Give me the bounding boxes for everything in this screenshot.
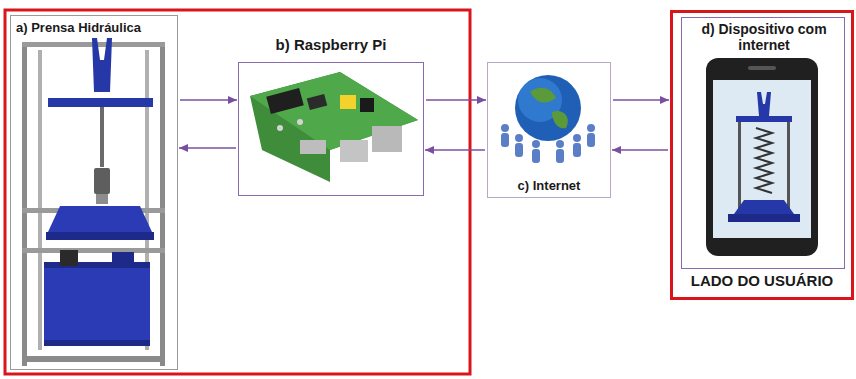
hydraulic-press-drawing [22,38,165,366]
raspberry-pi-drawing [250,72,418,182]
node-label: d) Dispositivo com internet [688,21,840,53]
node-label: LADO DO USUÁRIO [673,272,851,289]
node-label: b) Raspberry Pi [239,36,423,53]
arrow-connector [613,99,669,101]
arrow-connector [426,99,486,101]
arrow-connector [180,99,237,101]
raspberry-pi-box: b) Raspberry Pi [238,62,424,196]
user-side-box: LADO DO USUÁRIO d) Dispositivo com intern… [670,10,854,300]
press-box: a) Prensa Hidráulica [10,15,178,370]
node-label: a) Prensa Hidráulica [16,20,141,35]
arrow-connector [425,149,485,151]
internet-box: c) Internet [487,62,611,198]
device-box: d) Dispositivo com internet [681,17,845,269]
arrow-connector [179,147,236,149]
node-label: c) Internet [488,178,610,193]
arrow-connector [612,149,668,151]
server-side-region [5,10,470,374]
internet-globe-drawing [501,75,595,163]
smartphone-drawing [706,58,818,256]
